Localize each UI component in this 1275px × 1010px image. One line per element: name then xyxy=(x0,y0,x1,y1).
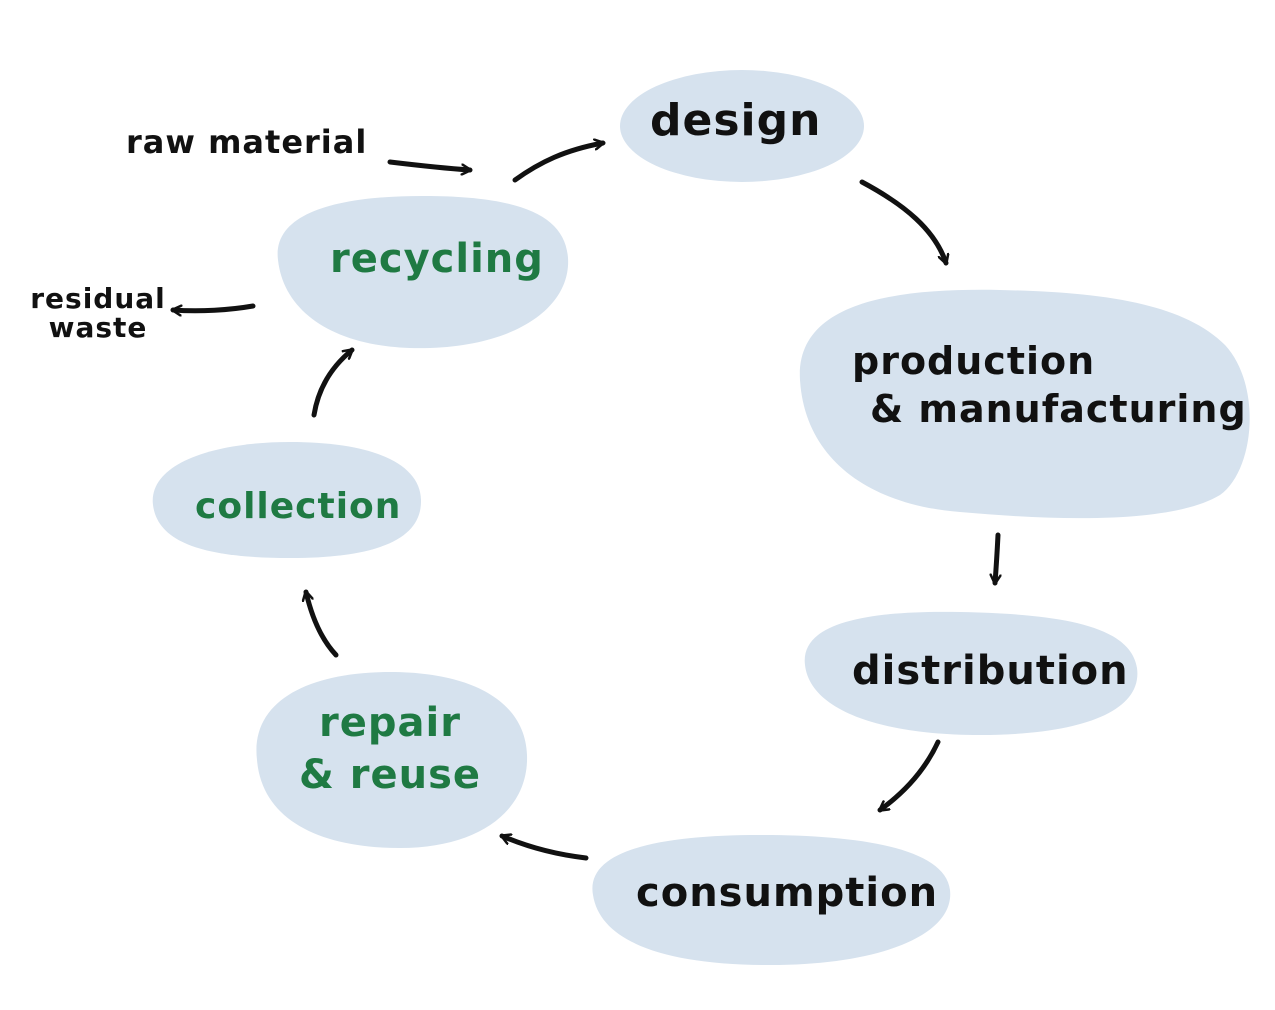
node-repair-shape xyxy=(256,672,528,848)
node-collection-label: collection xyxy=(195,486,402,527)
arrow-repair-to-collection xyxy=(306,589,339,658)
node-consumption-label: consumption xyxy=(636,870,939,916)
node-repair-label: repair & reuse xyxy=(290,702,490,796)
arrow-collection-to-recycling xyxy=(311,347,355,418)
node-consumption-shape xyxy=(592,835,951,965)
node-production-shape xyxy=(799,289,1250,519)
node-repair-label-line1: repair xyxy=(319,700,461,746)
arrow-residual-waste-out xyxy=(170,303,256,311)
node-design-shape xyxy=(620,70,864,182)
residual-waste-label: residual waste xyxy=(28,284,168,343)
node-distribution-shape xyxy=(804,611,1138,735)
node-recycling-label: recycling xyxy=(330,236,544,282)
arrow-recycling-to-design xyxy=(512,143,606,183)
arrow-raw-material-in xyxy=(387,159,473,170)
node-collection-shape xyxy=(152,442,422,558)
node-design-label: design xyxy=(650,95,822,146)
residual-waste-label-line2: waste xyxy=(48,311,148,345)
node-production-label: production & manufacturing xyxy=(852,339,1247,431)
residual-waste-label-line1: residual xyxy=(30,282,166,315)
raw-material-label: raw material xyxy=(126,123,368,161)
arrow-distribution-to-consumption xyxy=(877,739,941,813)
arrow-consumption-to-repair xyxy=(499,836,589,861)
arrow-design-to-production xyxy=(859,179,946,266)
node-repair-label-line2: & reuse xyxy=(298,752,482,798)
node-distribution-label: distribution xyxy=(852,648,1129,694)
arrow-production-to-distribution xyxy=(995,532,998,586)
node-recycling-shape xyxy=(277,195,569,349)
node-production-label-line2: & manufacturing xyxy=(870,386,1247,431)
node-production-label-line1: production xyxy=(852,339,1096,383)
